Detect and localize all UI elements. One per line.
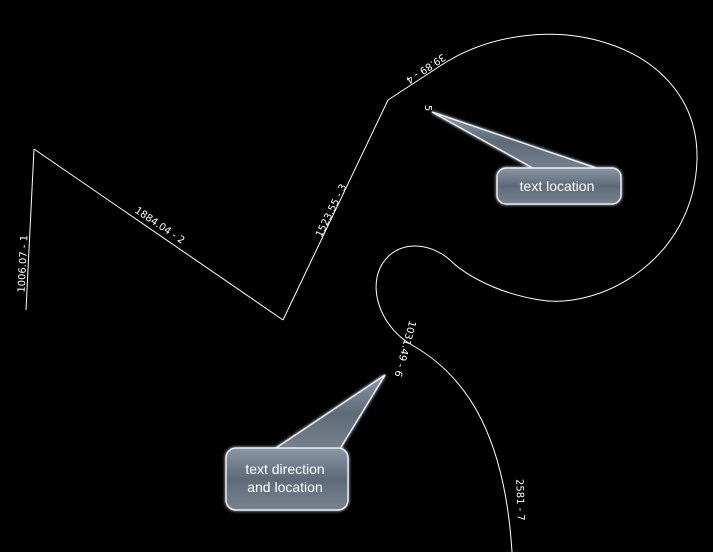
segment-3-line: [282, 99, 389, 321]
segment-3-label: 1523.55 - 3: [314, 183, 349, 240]
segment-5-arc: [439, 33, 698, 302]
callout-text-location: [431, 111, 622, 205]
segment-5-label: 5: [422, 105, 433, 111]
alignment-path: [25, 33, 698, 552]
segment-1-line: [25, 148, 35, 311]
callout-text-direction-line1: text direction: [245, 461, 324, 477]
segment-6-label: 1031.49 - 6: [392, 319, 418, 378]
segment-7-label: 2581 - 7: [513, 479, 525, 521]
segment-2-label: 1884.04 - 2: [132, 205, 186, 246]
segment-6-arc: [375, 245, 451, 346]
segment-4-label: 39.89 - 4: [404, 51, 447, 85]
callout-text-direction-box: [225, 447, 349, 511]
callout-text-direction: [225, 374, 386, 511]
segment-1-label: 1006.07 - 1: [17, 235, 31, 293]
segment-7-arc: [411, 344, 513, 552]
segment-4-line: [387, 65, 441, 101]
segment-2-line: [33, 148, 284, 321]
callout-text-location-pointer: [431, 111, 603, 173]
callout-text-direction-pointer: [267, 374, 386, 453]
callout-text-location-box: [496, 167, 622, 205]
callout-text-location-label: text location: [520, 178, 595, 194]
callout-text-direction-line2: and location: [247, 479, 323, 495]
